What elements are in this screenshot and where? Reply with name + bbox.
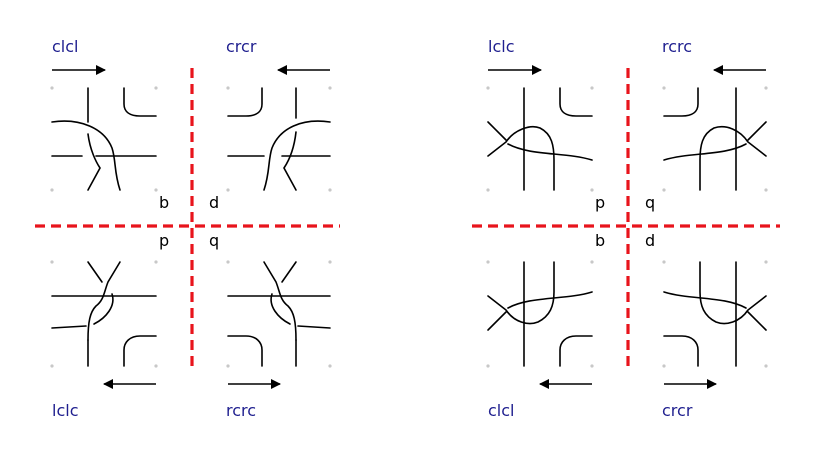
tangle-top-left [51, 87, 157, 191]
tangle-top-right [227, 87, 331, 191]
tangle-bottom-left [51, 261, 157, 367]
label-bottom-left: clcl [488, 401, 514, 420]
label-top-left: clcl [52, 37, 78, 56]
tangle-bottom-right [663, 261, 767, 367]
letter-lower-right: d [645, 231, 655, 250]
tangle-bottom-right [227, 261, 331, 367]
label-bottom-left: lclc [52, 401, 78, 420]
label-top-right: rcrc [662, 37, 692, 56]
right-diagram: lclc rcrc clcl crcr p q b d [472, 37, 780, 420]
letter-upper-left: b [159, 193, 169, 212]
letter-upper-right: d [209, 193, 219, 212]
letter-upper-right: q [645, 193, 655, 212]
tangle-top-right [663, 87, 767, 191]
letter-upper-left: p [595, 193, 605, 212]
label-bottom-right: rcrc [226, 401, 256, 420]
dot-grid [486, 86, 768, 368]
tangle-top-left [487, 87, 593, 191]
letter-lower-left: p [159, 231, 169, 250]
letter-lower-right: q [209, 231, 219, 250]
label-top-right: crcr [226, 37, 257, 56]
label-bottom-right: crcr [662, 401, 693, 420]
tangle-bottom-left [487, 261, 593, 367]
left-diagram: clcl crcr lclc rcrc b d p q [35, 37, 340, 420]
letter-lower-left: b [595, 231, 605, 250]
dot-grid [50, 86, 332, 368]
label-top-left: lclc [488, 37, 514, 56]
